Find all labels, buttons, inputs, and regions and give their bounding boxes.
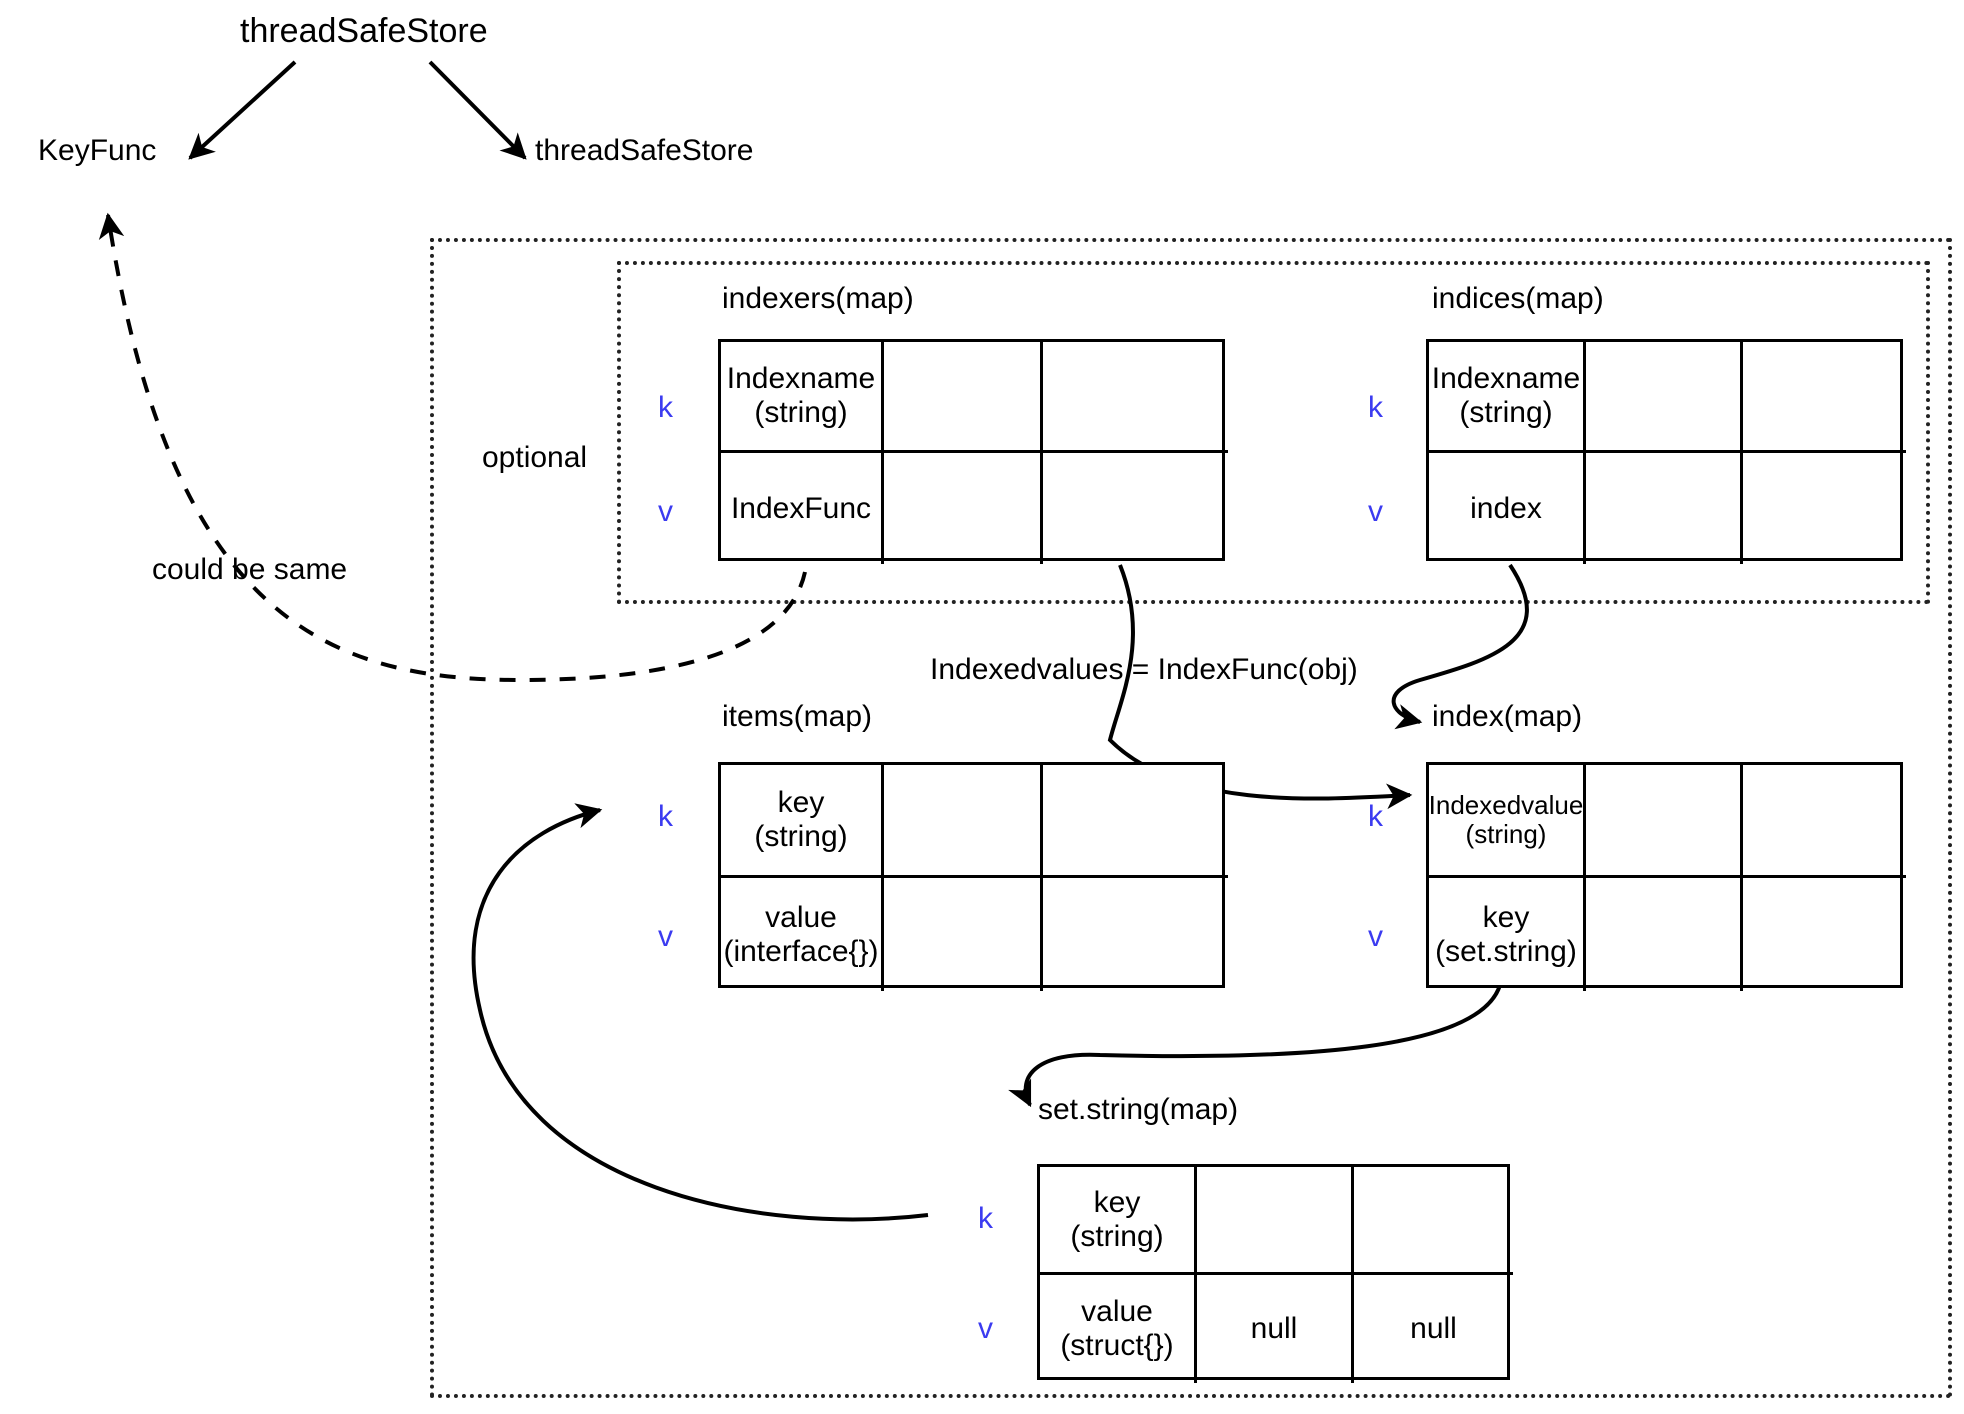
index-cell-r0c0: Indexedvalue (string) (1429, 765, 1586, 878)
indexers-cell-r0c0: Indexname (string) (721, 342, 884, 453)
index-cell-r1c0: key (set.string) (1429, 878, 1586, 991)
index-value-marker: v (1368, 920, 1383, 953)
threadsafestore-node-label: threadSafeStore (535, 134, 754, 167)
index-cell-r1c2 (1743, 878, 1906, 991)
indexers-cell-r1c0: IndexFunc (721, 453, 884, 564)
indices-cell-r0c1 (1586, 342, 1743, 453)
items-value-marker: v (658, 920, 673, 953)
indices-key-marker: k (1368, 391, 1383, 424)
arrow-root-to-store (428, 60, 527, 160)
setstring-table: key (string) value (struct{}) null null (1037, 1164, 1513, 1383)
indexers-cell-r1c2 (1043, 453, 1228, 564)
indexers-cell-r0c2 (1043, 342, 1228, 453)
indexedvalues-expression-label: Indexedvalues = IndexFunc(obj) (930, 653, 1358, 686)
items-cell-r0c1 (884, 765, 1043, 878)
indices-cell-r1c0: index (1429, 453, 1586, 564)
items-cell-r0c0: key (string) (721, 765, 884, 878)
indices-cell-r1c2 (1743, 453, 1906, 564)
indices-cell-r0c2 (1743, 342, 1906, 453)
index-cell-r1c1 (1586, 878, 1743, 991)
index-cell-r0c1 (1586, 765, 1743, 878)
root-node-label: threadSafeStore (240, 12, 488, 50)
indexers-value-marker: v (658, 495, 673, 528)
could-be-same-label: could be same (152, 553, 348, 586)
items-cell-r0c2 (1043, 765, 1228, 878)
setstring-cell-r1c2: null (1410, 1312, 1457, 1346)
items-key-marker: k (658, 800, 673, 833)
index-caption: index(map) (1432, 700, 1583, 733)
keyfunc-node-label: KeyFunc (38, 134, 157, 167)
items-caption: items(map) (722, 700, 873, 733)
items-cell-r1c0: value (interface{}) (721, 878, 884, 991)
indexers-caption: indexers(map) (722, 282, 914, 315)
index-key-marker: k (1368, 800, 1383, 833)
setstring-key-marker: k (978, 1202, 993, 1235)
items-cell-r1c2 (1043, 878, 1228, 991)
indices-table: Indexname (string) index (1426, 339, 1906, 564)
setstring-cell-r1c0: value (struct{}) (1040, 1275, 1197, 1383)
indices-caption: indices(map) (1432, 282, 1604, 315)
indices-cell-r1c1 (1586, 453, 1743, 564)
setstring-cell-r1c1: null (1197, 1275, 1354, 1383)
indexers-cell-r0c1 (884, 342, 1043, 453)
setstring-value-marker: v (978, 1312, 993, 1345)
setstring-cell-r0c0: key (string) (1040, 1167, 1197, 1275)
setstring-caption: set.string(map) (1038, 1093, 1239, 1126)
indexers-table: Indexname (string) IndexFunc (718, 339, 1228, 564)
optional-label: optional (482, 441, 588, 474)
setstring-cell-r0c2 (1354, 1167, 1513, 1275)
threadsafestore-boundary-box (430, 238, 1952, 1398)
arrow-root-to-keyfunc (188, 60, 297, 160)
setstring-cell-r0c1 (1197, 1167, 1354, 1275)
index-cell-r0c2 (1743, 765, 1906, 878)
indices-cell-r0c0: Indexname (string) (1429, 342, 1586, 453)
items-cell-r1c1 (884, 878, 1043, 991)
indexers-key-marker: k (658, 391, 673, 424)
index-table: Indexedvalue (string) key (set.string) (1426, 762, 1906, 991)
items-table: key (string) value (interface{}) (718, 762, 1228, 991)
indexers-cell-r1c1 (884, 453, 1043, 564)
indices-value-marker: v (1368, 495, 1383, 528)
